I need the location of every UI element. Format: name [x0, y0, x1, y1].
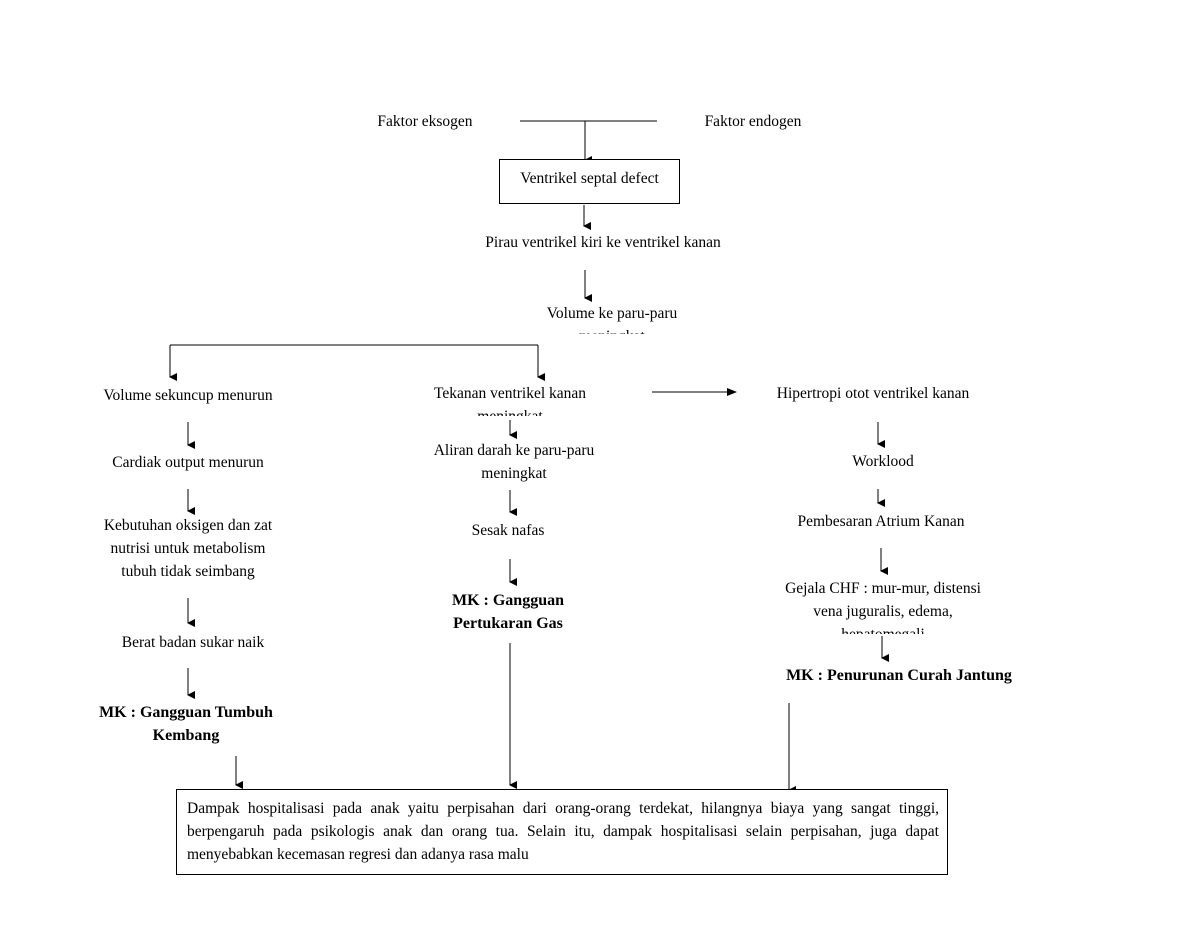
vsd-label: Ventrikel septal defect [520, 170, 659, 187]
hospitalization-impact-box: Dampak hospitalisasi pada anak yaitu per… [176, 789, 948, 875]
hospitalization-impact-text: Dampak hospitalisasi pada anak yaitu per… [187, 800, 939, 863]
left-step-oxygen-line1: Kebutuhan oksigen dan zat [103, 517, 273, 534]
right-diagnosis: MK : Penurunan Curah Jantung [786, 667, 1012, 684]
left-diagnosis-line1: MK : Gangguan Tumbuh [99, 704, 273, 721]
middle-step-pulmonary-flow: Aliran darah ke paru-paru meningkat [404, 439, 624, 485]
endogenous-factor-label: Faktor endogen [704, 113, 802, 130]
lung-volume-label: Volume ke paru-paru meningkat [546, 305, 678, 334]
left-step-oxygen-line2: nutrisi untuk metabolism [110, 540, 266, 557]
left-step-cardiac-output: Cardiak output menurun [112, 454, 264, 471]
left-diagnosis-line2: Kembang [152, 727, 220, 744]
left-diagnosis: MK : Gangguan Tumbuh Kembang [70, 701, 302, 747]
left-step-weight: Berat badan sukar naik [121, 634, 265, 651]
left-step-oxygen-need: Kebutuhan oksigen dan zat nutrisi untuk … [78, 514, 298, 583]
right-step-chf-line2: vena juguralis, edema, [813, 603, 953, 620]
right-step-chf-line3: hepatomegali [752, 623, 1014, 634]
right-step-workload: Worklood [852, 453, 914, 470]
left-step-stroke-volume: Volume sekuncup menurun [103, 387, 273, 404]
middle-diagnosis-line2: Pertukaran Gas [453, 615, 563, 632]
middle-step-flow-line1: Aliran darah ke paru-paru [433, 442, 595, 459]
right-step-chf-line1: Gejala CHF : mur-mur, distensi [785, 580, 981, 597]
middle-step-rv-pressure: Tekanan ventrikel kanan meningkat [433, 385, 587, 416]
right-step-hypertrophy: Hipertropi otot ventrikel kanan [776, 385, 970, 402]
exogenous-factor-label: Faktor eksogen [377, 113, 473, 130]
right-step-chf: Gejala CHF : mur-mur, distensi vena jugu… [752, 577, 1014, 634]
middle-step-dyspnea: Sesak nafas [471, 522, 545, 539]
vsd-box: Ventrikel septal defect [499, 159, 680, 204]
left-step-oxygen-line3: tubuh tidak seimbang [121, 563, 255, 580]
right-step-atrium: Pembesaran Atrium Kanan [797, 513, 965, 530]
middle-diagnosis-line1: MK : Gangguan [451, 592, 564, 609]
shunt-label: Pirau ventrikel kiri ke ventrikel kanan [485, 234, 721, 251]
middle-diagnosis: MK : Gangguan Pertukaran Gas [418, 589, 598, 635]
middle-step-flow-line2: meningkat [481, 465, 547, 482]
